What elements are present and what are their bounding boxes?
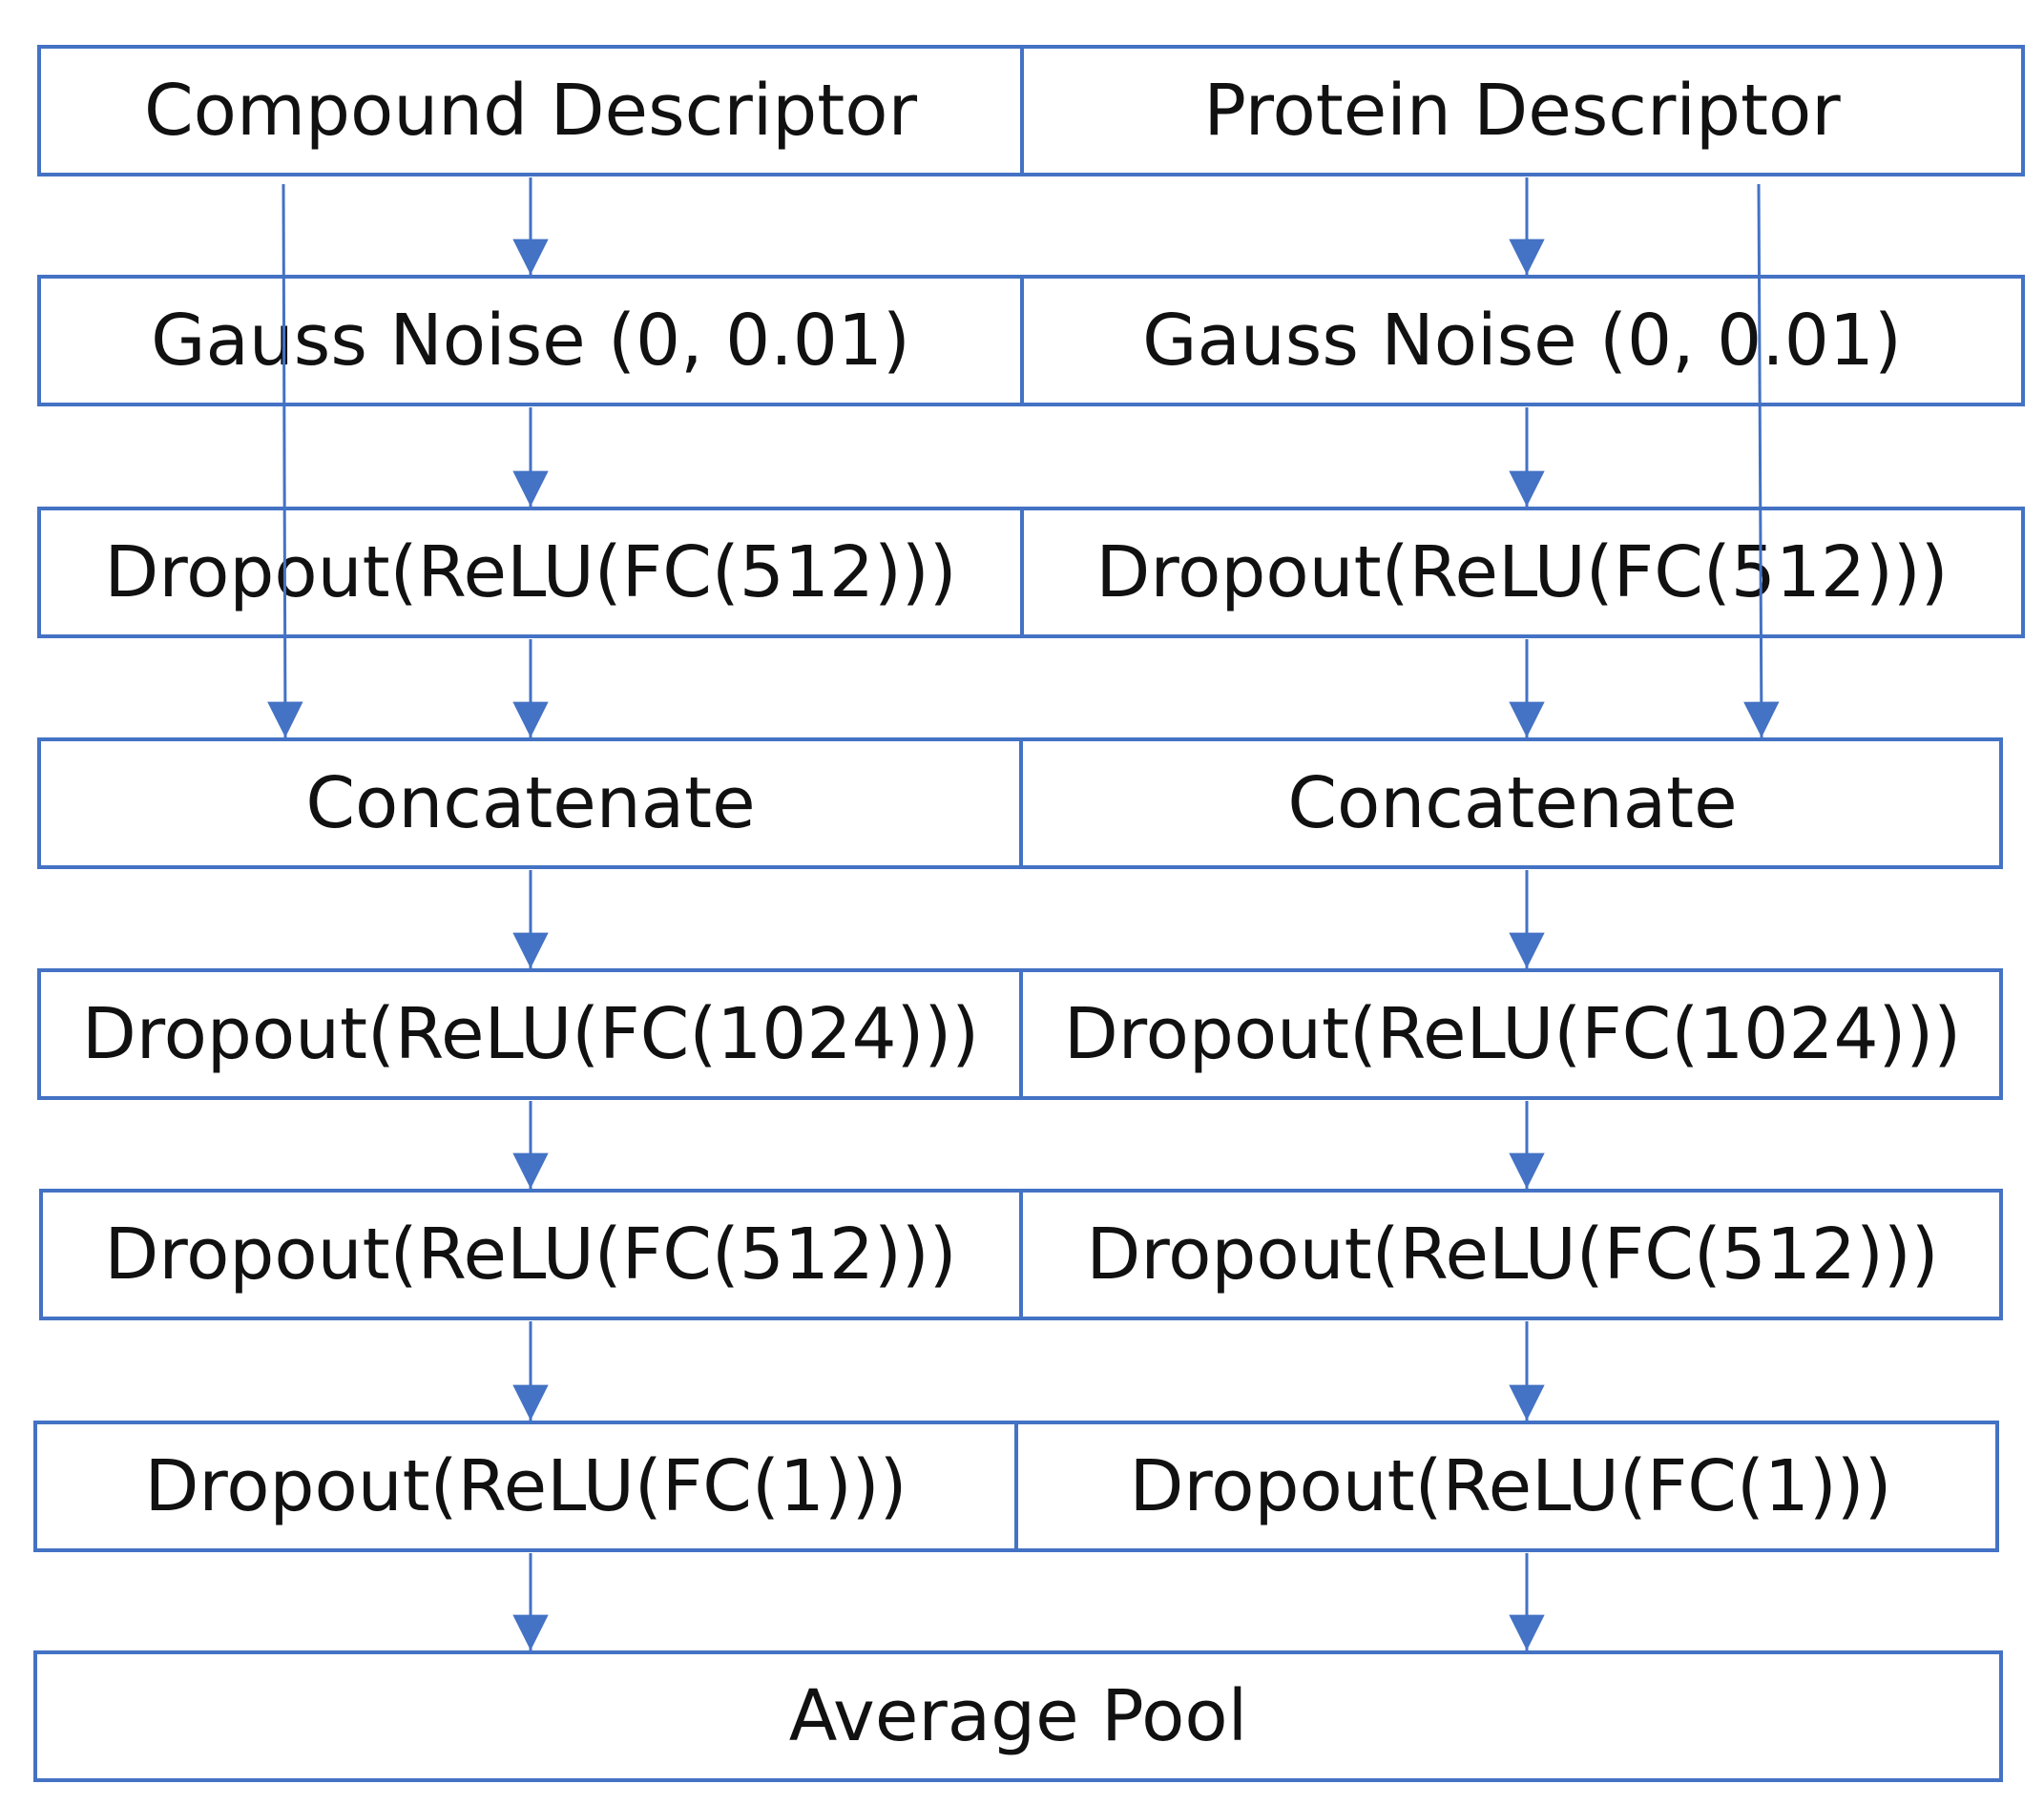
arrow-compound-descriptor-skip-to-concat: [267, 183, 303, 738]
protein-fc512-second-box: Dropout(ReLU(FC(512))): [1019, 1189, 2003, 1320]
average-pool-label: Average Pool: [789, 1675, 1248, 1757]
compound-fc1024-label: Dropout(ReLU(FC(1024))): [82, 993, 979, 1075]
flow-arrows: [267, 177, 1780, 1651]
compound-fc1024-box: Dropout(ReLU(FC(1024))): [37, 968, 1023, 1100]
compound-gauss-noise-label: Gauss Noise (0, 0.01): [151, 300, 910, 382]
protein-fc512-label: Dropout(ReLU(FC(512))): [1095, 531, 1948, 613]
compound-descriptor-label: Compound Descriptor: [144, 70, 918, 152]
protein-fc1024-box: Dropout(ReLU(FC(1024))): [1019, 968, 2003, 1100]
compound-concatenate-box: Concatenate: [37, 737, 1023, 869]
protein-descriptor-label: Protein Descriptor: [1203, 70, 1841, 152]
compound-fc512-box: Dropout(ReLU(FC(512))): [37, 507, 1024, 638]
compound-fc512-label: Dropout(ReLU(FC(512))): [104, 531, 956, 613]
protein-gauss-noise-label: Gauss Noise (0, 0.01): [1142, 300, 1902, 382]
protein-fc1-box: Dropout(ReLU(FC(1))): [1014, 1421, 1999, 1552]
arrow-protein-descriptor-skip-to-concat: [1743, 183, 1780, 738]
compound-concatenate-label: Concatenate: [305, 762, 755, 844]
protein-concatenate-label: Concatenate: [1287, 762, 1737, 844]
protein-descriptor-box: Protein Descriptor: [1020, 45, 2025, 176]
protein-fc1024-label: Dropout(ReLU(FC(1024))): [1064, 993, 1961, 1075]
protein-fc1-label: Dropout(ReLU(FC(1))): [1129, 1445, 1891, 1527]
compound-fc512-second-label: Dropout(ReLU(FC(512))): [104, 1214, 956, 1296]
protein-concatenate-box: Concatenate: [1019, 737, 2003, 869]
protein-fc512-second-label: Dropout(ReLU(FC(512))): [1086, 1214, 1938, 1296]
average-pool-box: Average Pool: [33, 1650, 2003, 1782]
compound-fc512-second-box: Dropout(ReLU(FC(512))): [39, 1189, 1023, 1320]
protein-gauss-noise-box: Gauss Noise (0, 0.01): [1020, 275, 2025, 406]
compound-gauss-noise-box: Gauss Noise (0, 0.01): [37, 275, 1024, 406]
compound-fc1-label: Dropout(ReLU(FC(1))): [144, 1445, 907, 1527]
protein-fc512-box: Dropout(ReLU(FC(512))): [1020, 507, 2025, 638]
compound-descriptor-box: Compound Descriptor: [37, 45, 1024, 176]
compound-fc1-box: Dropout(ReLU(FC(1))): [33, 1421, 1018, 1552]
